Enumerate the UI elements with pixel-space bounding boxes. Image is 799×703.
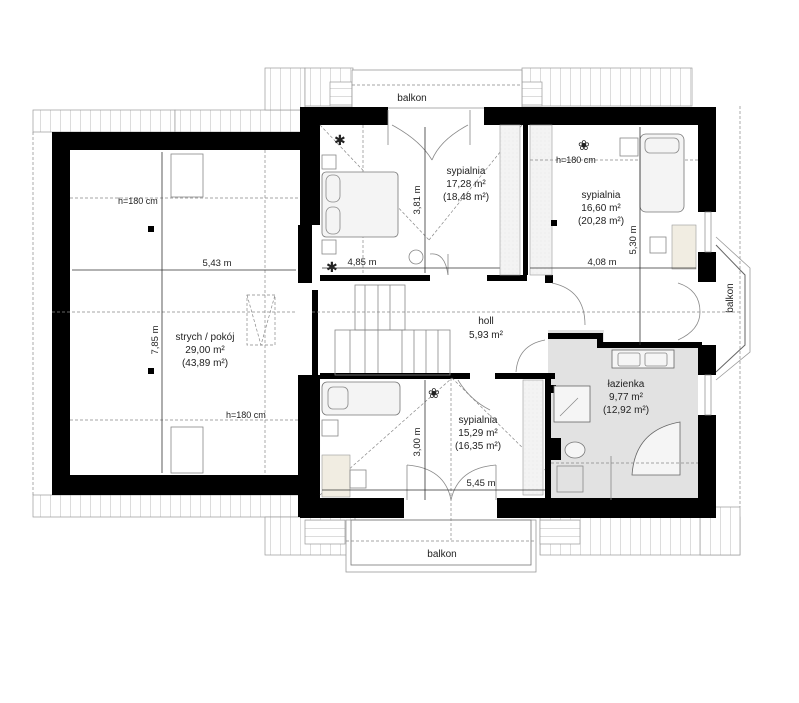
room-area-total-attic: (43,89 m²) bbox=[182, 358, 228, 369]
room-area-attic: 29,00 m² bbox=[185, 345, 225, 356]
room-area-total-bedroom2: (20,28 m²) bbox=[578, 216, 624, 227]
room-area-total-bedroom3: (16,35 m²) bbox=[455, 441, 501, 452]
dimension-bedroom3-width: 5,45 m bbox=[466, 478, 495, 489]
skylight-bottom bbox=[170, 426, 204, 474]
balcony-bottom-label: balkon bbox=[427, 549, 456, 560]
balcony-top: balkon bbox=[351, 69, 523, 109]
balcony-right-label: balkon bbox=[725, 283, 736, 312]
height-line-label: h=180 cm bbox=[226, 410, 266, 420]
room-area-bedroom1: 17,28 m² bbox=[446, 179, 486, 190]
staircase bbox=[52, 284, 740, 376]
plant-icon: ❀ bbox=[428, 385, 440, 401]
room-name-bathroom: łazienka bbox=[608, 379, 645, 390]
window bbox=[704, 374, 712, 416]
toilet bbox=[564, 441, 586, 459]
wardrobe bbox=[529, 124, 553, 276]
wardrobe bbox=[499, 124, 521, 276]
bathroom: łazienka 9,77 m² (12,92 m²) bbox=[551, 349, 698, 500]
skylight-top bbox=[170, 153, 204, 198]
roof-hatch bbox=[246, 294, 276, 346]
dimension-bedroom3-depth: 3,00 m bbox=[412, 427, 423, 456]
balcony-right: balkon bbox=[715, 236, 751, 381]
bedroom-3: ❀ 5,45 m 3,00 m sypialnia 15,29 m² (16,3… bbox=[319, 377, 546, 540]
double-bed bbox=[321, 171, 399, 238]
room-area-hall: 5,93 m² bbox=[469, 330, 504, 341]
roof-eaves bbox=[32, 67, 741, 556]
room-name-hall: holl bbox=[478, 316, 494, 327]
corner-bathtub bbox=[631, 421, 681, 476]
plant-icon: ✱ bbox=[326, 259, 338, 275]
balcony-top-label: balkon bbox=[397, 93, 426, 104]
chimney-marker bbox=[148, 226, 154, 232]
height-line-label: h=180 cm bbox=[556, 155, 596, 165]
plant-icon: ✱ bbox=[334, 132, 346, 148]
height-line-label: h=180 cm bbox=[118, 196, 158, 206]
dimension-attic-depth: 7,85 m bbox=[150, 325, 161, 354]
dimension-bedroom2-width: 4,08 m bbox=[587, 257, 616, 268]
room-area-bedroom3: 15,29 m² bbox=[458, 428, 498, 439]
room-name-attic: strych / pokój bbox=[176, 332, 235, 343]
bathtub bbox=[321, 381, 401, 416]
desk bbox=[671, 224, 697, 270]
bedroom-1: ✱ ✱ 4,85 m 3,81 m sypialnia 17,28 m² (18… bbox=[319, 110, 523, 276]
balcony-bottom: balkon bbox=[345, 519, 537, 573]
window bbox=[704, 211, 712, 253]
desk bbox=[321, 454, 351, 498]
room-name-bedroom2: sypialnia bbox=[582, 190, 621, 201]
hall: holl 5,93 m² bbox=[469, 316, 546, 373]
double-sink bbox=[611, 349, 675, 369]
room-area-total-bedroom1: (18,48 m²) bbox=[443, 192, 489, 203]
dimension-attic-width: 5,43 m bbox=[202, 258, 231, 269]
dimension-bedroom1-width: 4,85 m bbox=[347, 257, 376, 268]
bedroom-2: ❀ h=180 cm 4,08 m 5,30 m sypialnia 16,60… bbox=[530, 127, 701, 345]
walls bbox=[52, 107, 716, 518]
room-area-bathroom: 9,77 m² bbox=[609, 392, 644, 403]
single-bed bbox=[639, 133, 685, 213]
dimension-bedroom2-depth: 5,30 m bbox=[628, 225, 639, 254]
room-area-bedroom2: 16,60 m² bbox=[581, 203, 621, 214]
plant-icon: ❀ bbox=[578, 137, 590, 153]
attic-room: h=180 cm h=180 cm 5,43 m 7,85 m strych /… bbox=[70, 150, 298, 475]
dimension-bedroom1-depth: 3,81 m bbox=[412, 185, 423, 214]
room-name-bedroom3: sypialnia bbox=[459, 415, 498, 426]
wardrobe bbox=[522, 379, 544, 496]
room-name-bedroom1: sypialnia bbox=[447, 166, 486, 177]
room-area-total-bathroom: (12,92 m²) bbox=[603, 405, 649, 416]
